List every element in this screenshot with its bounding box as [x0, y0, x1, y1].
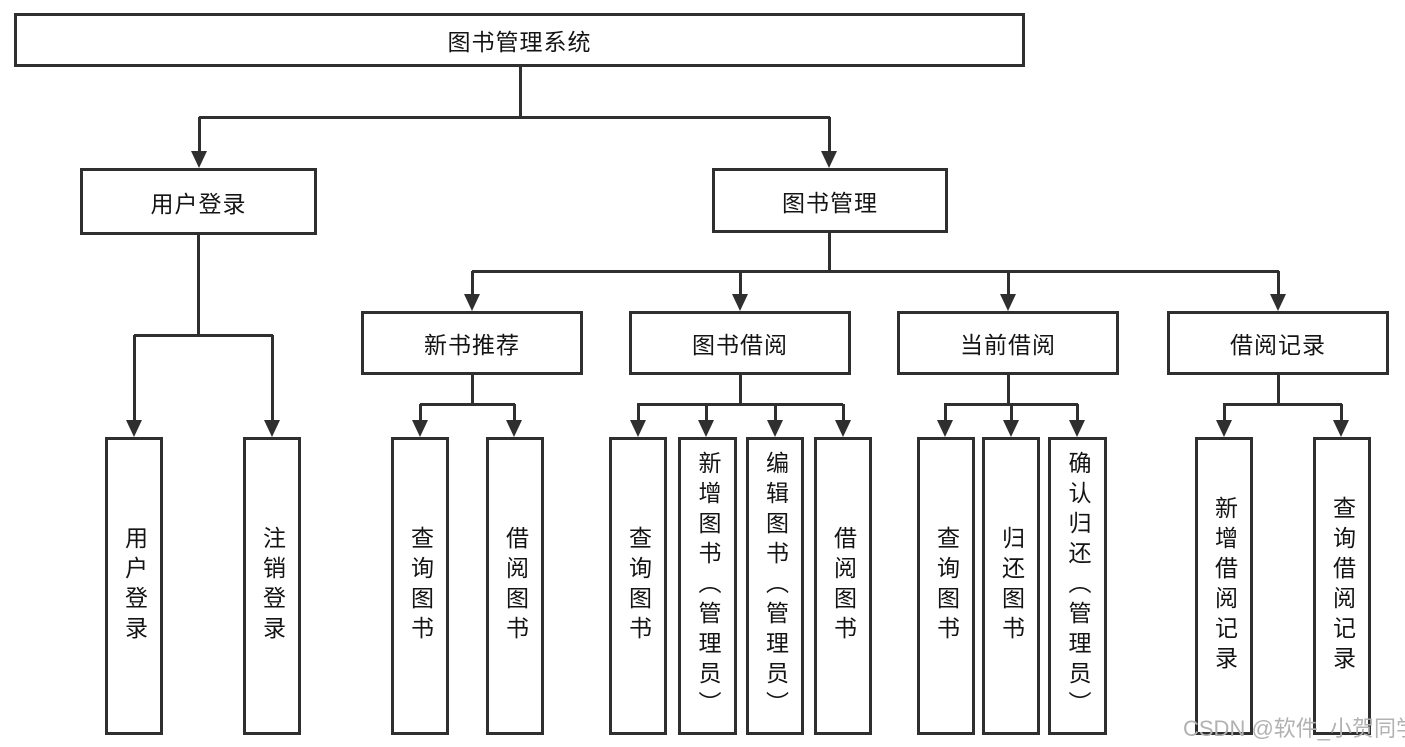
leaf-confirm-return-box: 确认归还（管理员）	[1048, 437, 1107, 735]
book-management-box: 图书管理	[712, 168, 948, 233]
arrowhead-down-icon	[1069, 420, 1085, 437]
arrowhead-down-icon	[1270, 294, 1286, 311]
connector-vertical-line	[271, 335, 274, 422]
connector-vertical-line	[637, 404, 640, 423]
connector-vertical-line	[133, 335, 136, 422]
connector-vertical-line	[739, 271, 742, 297]
arrowhead-down-icon	[264, 420, 280, 437]
borrowing-records-box: 借阅记录	[1167, 311, 1389, 375]
connector-vertical-line	[1223, 404, 1226, 423]
arrowhead-down-icon	[126, 420, 142, 437]
connector-vertical-line	[842, 404, 845, 423]
connector-vertical-line	[1277, 271, 1280, 297]
arrowhead-down-icon	[767, 420, 783, 437]
arrowhead-down-icon	[937, 420, 953, 437]
leaf-edit-books-admin-box: 编辑图书（管理员）	[746, 437, 804, 735]
connector-vertical-line	[1277, 375, 1280, 404]
connector-horizontal-line	[1223, 403, 1342, 406]
arrowhead-down-icon	[1000, 294, 1016, 311]
current-borrowing-box: 当前借阅	[897, 311, 1119, 375]
arrowhead-down-icon	[506, 420, 522, 437]
book-borrowing-box: 图书借阅	[629, 311, 851, 375]
connector-vertical-line	[1007, 271, 1010, 297]
arrowhead-down-icon	[698, 420, 714, 437]
leaf-return-books-box: 归还图书	[982, 437, 1040, 735]
arrowhead-down-icon	[835, 420, 851, 437]
watermark: CSDN @软件_小贺同学	[1183, 716, 1405, 741]
leaf-query-borrow-record-box: 查询借阅记录	[1313, 437, 1371, 735]
connector-vertical-line	[419, 404, 422, 423]
connector-vertical-line	[774, 404, 777, 423]
connector-vertical-line	[828, 233, 831, 272]
leaf-query-books-b-box: 查询图书	[609, 437, 667, 735]
arrowhead-down-icon	[464, 294, 480, 311]
connector-vertical-line	[471, 271, 474, 297]
leaf-add-borrow-record-box: 新增借阅记录	[1195, 437, 1253, 735]
leaf-query-books-c-box: 查询图书	[917, 437, 975, 735]
leaf-user-login-box: 用户登录	[105, 437, 163, 735]
new-book-recommend-box: 新书推荐	[361, 311, 583, 375]
connector-vertical-line	[1076, 404, 1079, 423]
connector-horizontal-line	[472, 270, 1279, 273]
arrowhead-down-icon	[1216, 420, 1232, 437]
connector-vertical-line	[1007, 375, 1010, 404]
leaf-borrow-books-b-box: 借阅图书	[814, 437, 872, 735]
connector-vertical-line	[471, 375, 474, 404]
connector-horizontal-line	[420, 403, 515, 406]
connector-vertical-line	[198, 117, 201, 153]
connector-horizontal-line	[134, 334, 273, 337]
leaf-add-books-admin-box: 新增图书（管理员）	[678, 437, 737, 735]
connector-vertical-line	[1010, 404, 1013, 423]
connector-vertical-line	[739, 375, 742, 404]
arrowhead-down-icon	[1333, 420, 1349, 437]
arrowhead-down-icon	[412, 420, 428, 437]
leaf-borrow-books-a-box: 借阅图书	[486, 437, 544, 735]
leaf-logout-box: 注销登录	[243, 437, 301, 735]
connector-vertical-line	[1340, 404, 1343, 423]
arrowhead-down-icon	[1003, 420, 1019, 437]
connector-vertical-line	[197, 235, 200, 335]
connector-vertical-line	[513, 404, 516, 423]
root-box: 图书管理系统	[14, 13, 1025, 67]
user-login-box: 用户登录	[80, 168, 317, 235]
arrowhead-down-icon	[732, 294, 748, 311]
connector-vertical-line	[705, 404, 708, 423]
arrowhead-down-icon	[821, 151, 837, 168]
leaf-query-books-a-box: 查询图书	[391, 437, 449, 735]
connector-horizontal-line	[199, 116, 830, 119]
connector-vertical-line	[519, 67, 522, 118]
connector-horizontal-line	[637, 403, 843, 406]
connector-vertical-line	[828, 117, 831, 153]
arrowhead-down-icon	[191, 151, 207, 168]
arrowhead-down-icon	[630, 420, 646, 437]
connector-vertical-line	[944, 404, 947, 423]
